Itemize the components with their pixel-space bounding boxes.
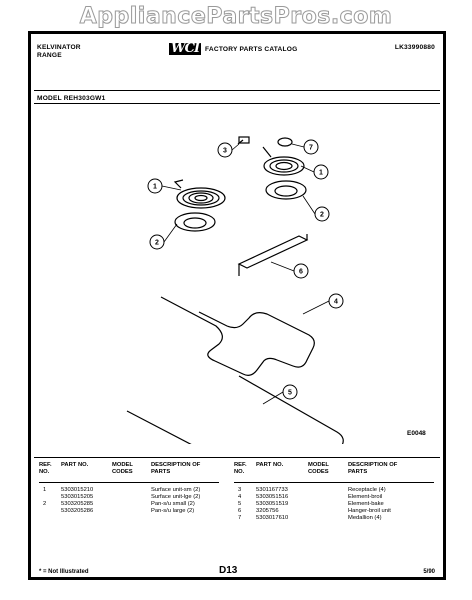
- callout-label: 4: [334, 299, 338, 306]
- callout-label: 1: [319, 170, 323, 177]
- table-header-rule: [39, 482, 219, 483]
- callout-label: 1: [153, 184, 157, 191]
- callout-label: 3: [223, 148, 227, 155]
- col-header-part: PART NO.: [61, 462, 89, 468]
- exploded-parts-diagram: 1 2 3 7 1 2 6 4 5 E0048: [126, 136, 426, 444]
- medallion: [277, 137, 293, 147]
- col-header-ref: REF. NO.: [39, 462, 52, 475]
- callout-label: 6: [299, 269, 303, 276]
- parts-table-left: REF. NO. PART NO. MODEL CODES DESCRIPTIO…: [39, 462, 229, 542]
- surface-unit-right: [262, 146, 305, 176]
- parts-table-right: REF. NO. PART NO. MODEL CODES DESCRIPTIO…: [234, 462, 439, 542]
- col-header-ref: REF. NO.: [234, 462, 247, 475]
- brand-label: KELVINATOR RANGE: [37, 44, 81, 59]
- callout-label: 5: [288, 390, 292, 397]
- broil-element: [160, 296, 315, 376]
- col-header-model: MODEL CODES: [308, 462, 329, 475]
- callout-label: 7: [309, 145, 313, 152]
- watermark: AppliancePartsPros.com: [79, 4, 393, 30]
- drip-pan-right: [265, 180, 307, 200]
- surface-unit-left: [173, 179, 226, 209]
- wci-logo: WCI: [169, 41, 202, 56]
- col-header-part: PART NO.: [256, 462, 284, 468]
- callout-label: 2: [320, 212, 324, 219]
- model-label: MODEL REH303GW1: [37, 95, 106, 102]
- hanger-broil-unit: [237, 234, 309, 276]
- col-header-description: DESCRIPTION OF PARTS: [348, 462, 398, 475]
- bake-element: [126, 375, 344, 444]
- callout-bubbles: 1 2 3 7 1 2 6 4 5: [147, 139, 344, 405]
- catalog-number: LK33990880: [394, 44, 435, 51]
- page-number: D13: [219, 565, 238, 576]
- divider: [34, 103, 440, 104]
- col-header-description: DESCRIPTION OF PARTS: [151, 462, 201, 475]
- catalog-title: WCI FACTORY PARTS CATALOG: [169, 41, 298, 56]
- diagram-code: E0048: [407, 430, 426, 437]
- footnote: * = Not Illustrated: [39, 569, 89, 575]
- divider: [34, 457, 440, 458]
- callout-label: 2: [155, 240, 159, 247]
- col-header-model: MODEL CODES: [112, 462, 133, 475]
- drip-pan-left: [174, 212, 216, 232]
- divider: [34, 90, 440, 91]
- revision-date: 5/90: [423, 569, 435, 575]
- table-header-rule: [234, 482, 434, 483]
- parts-catalog-page: KELVINATOR RANGE WCI FACTORY PARTS CATAL…: [28, 31, 446, 580]
- receptacle: [237, 136, 250, 145]
